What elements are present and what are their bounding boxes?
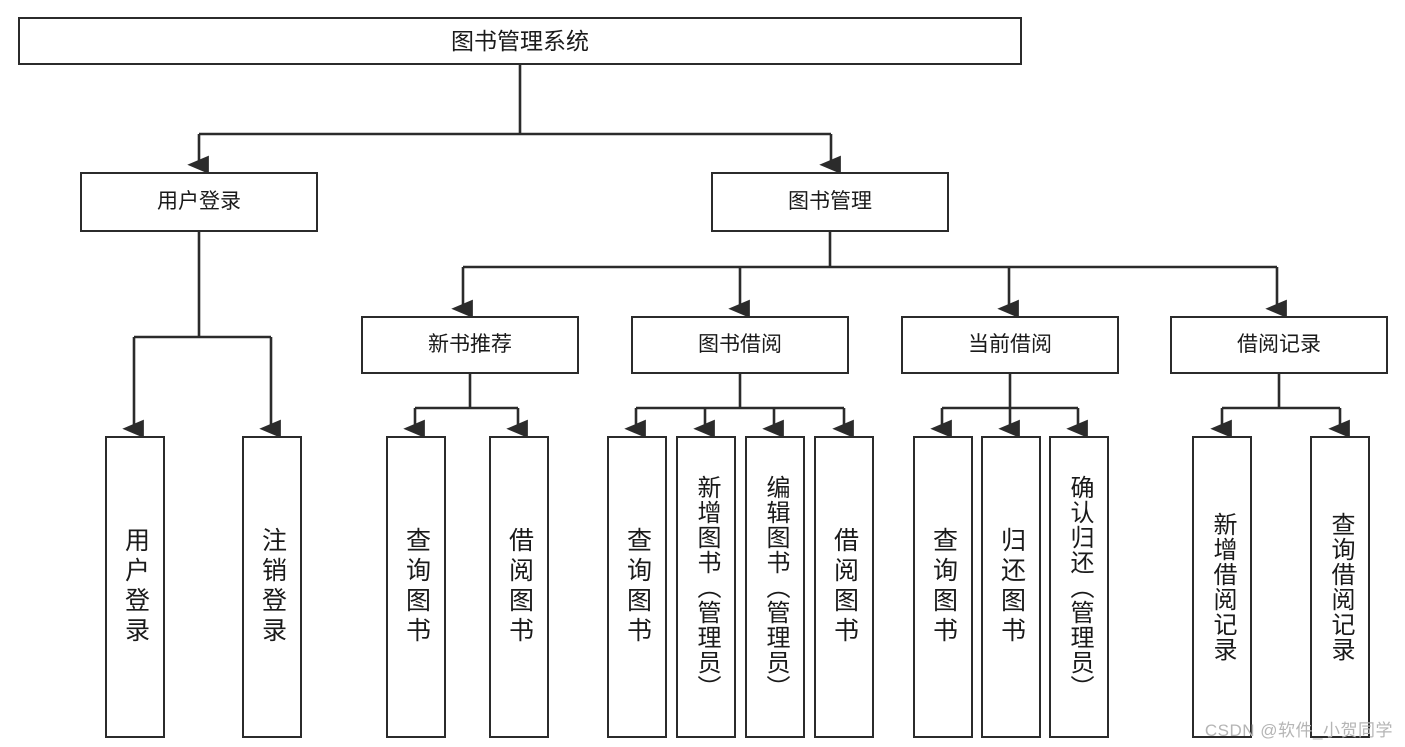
node-label: 编辑图书（管理员） bbox=[762, 474, 789, 700]
node-label: 新增图书（管理员） bbox=[693, 474, 720, 700]
node-label: 用户登录 bbox=[121, 527, 150, 647]
watermark-text: CSDN @软件_小贺同学 bbox=[1204, 721, 1393, 740]
node-label: 图书借阅 bbox=[698, 332, 782, 356]
node-label: 借阅图书 bbox=[830, 527, 859, 647]
node-leaf-borrow-book[interactable]: 借阅图书 bbox=[814, 436, 874, 738]
node-user-login[interactable]: 用户登录 bbox=[80, 172, 318, 232]
node-book-manage[interactable]: 图书管理 bbox=[711, 172, 949, 232]
node-label: 借阅图书 bbox=[505, 527, 534, 647]
node-book-borrow[interactable]: 图书借阅 bbox=[631, 316, 849, 374]
node-label: 用户登录 bbox=[157, 189, 241, 213]
node-label: 查询图书 bbox=[929, 527, 958, 647]
node-leaf-edit-book[interactable]: 编辑图书（管理员） bbox=[745, 436, 805, 738]
node-label: 注销登录 bbox=[258, 527, 287, 647]
node-leaf-query-book-recommend[interactable]: 查询图书 bbox=[386, 436, 446, 738]
node-label: 查询图书 bbox=[402, 527, 431, 647]
node-leaf-query-book-borrow[interactable]: 查询图书 bbox=[607, 436, 667, 738]
node-label: 新书推荐 bbox=[428, 332, 512, 356]
node-leaf-logout-login[interactable]: 注销登录 bbox=[242, 436, 302, 738]
node-borrow-record[interactable]: 借阅记录 bbox=[1170, 316, 1388, 374]
node-label: 查询借阅记录 bbox=[1327, 512, 1354, 662]
node-label: 当前借阅 bbox=[968, 332, 1052, 356]
node-label: 借阅记录 bbox=[1237, 332, 1321, 356]
node-label: 确认归还（管理员） bbox=[1066, 474, 1093, 700]
node-root-system[interactable]: 图书管理系统 bbox=[18, 17, 1022, 65]
node-new-book-recommend[interactable]: 新书推荐 bbox=[361, 316, 579, 374]
node-label: 图书管理系统 bbox=[451, 27, 589, 54]
node-leaf-return-book[interactable]: 归还图书 bbox=[981, 436, 1041, 738]
node-leaf-query-borrow-record[interactable]: 查询借阅记录 bbox=[1310, 436, 1370, 738]
node-label: 查询图书 bbox=[623, 527, 652, 647]
node-leaf-borrow-book-recommend[interactable]: 借阅图书 bbox=[489, 436, 549, 738]
node-label: 归还图书 bbox=[997, 527, 1026, 647]
node-current-borrow[interactable]: 当前借阅 bbox=[901, 316, 1119, 374]
node-leaf-confirm-return[interactable]: 确认归还（管理员） bbox=[1049, 436, 1109, 738]
node-leaf-add-borrow-record[interactable]: 新增借阅记录 bbox=[1192, 436, 1252, 738]
node-label: 图书管理 bbox=[788, 189, 872, 213]
node-leaf-query-book-current[interactable]: 查询图书 bbox=[913, 436, 973, 738]
node-label: 新增借阅记录 bbox=[1209, 512, 1236, 662]
node-leaf-user-login[interactable]: 用户登录 bbox=[105, 436, 165, 738]
node-leaf-add-book[interactable]: 新增图书（管理员） bbox=[676, 436, 736, 738]
